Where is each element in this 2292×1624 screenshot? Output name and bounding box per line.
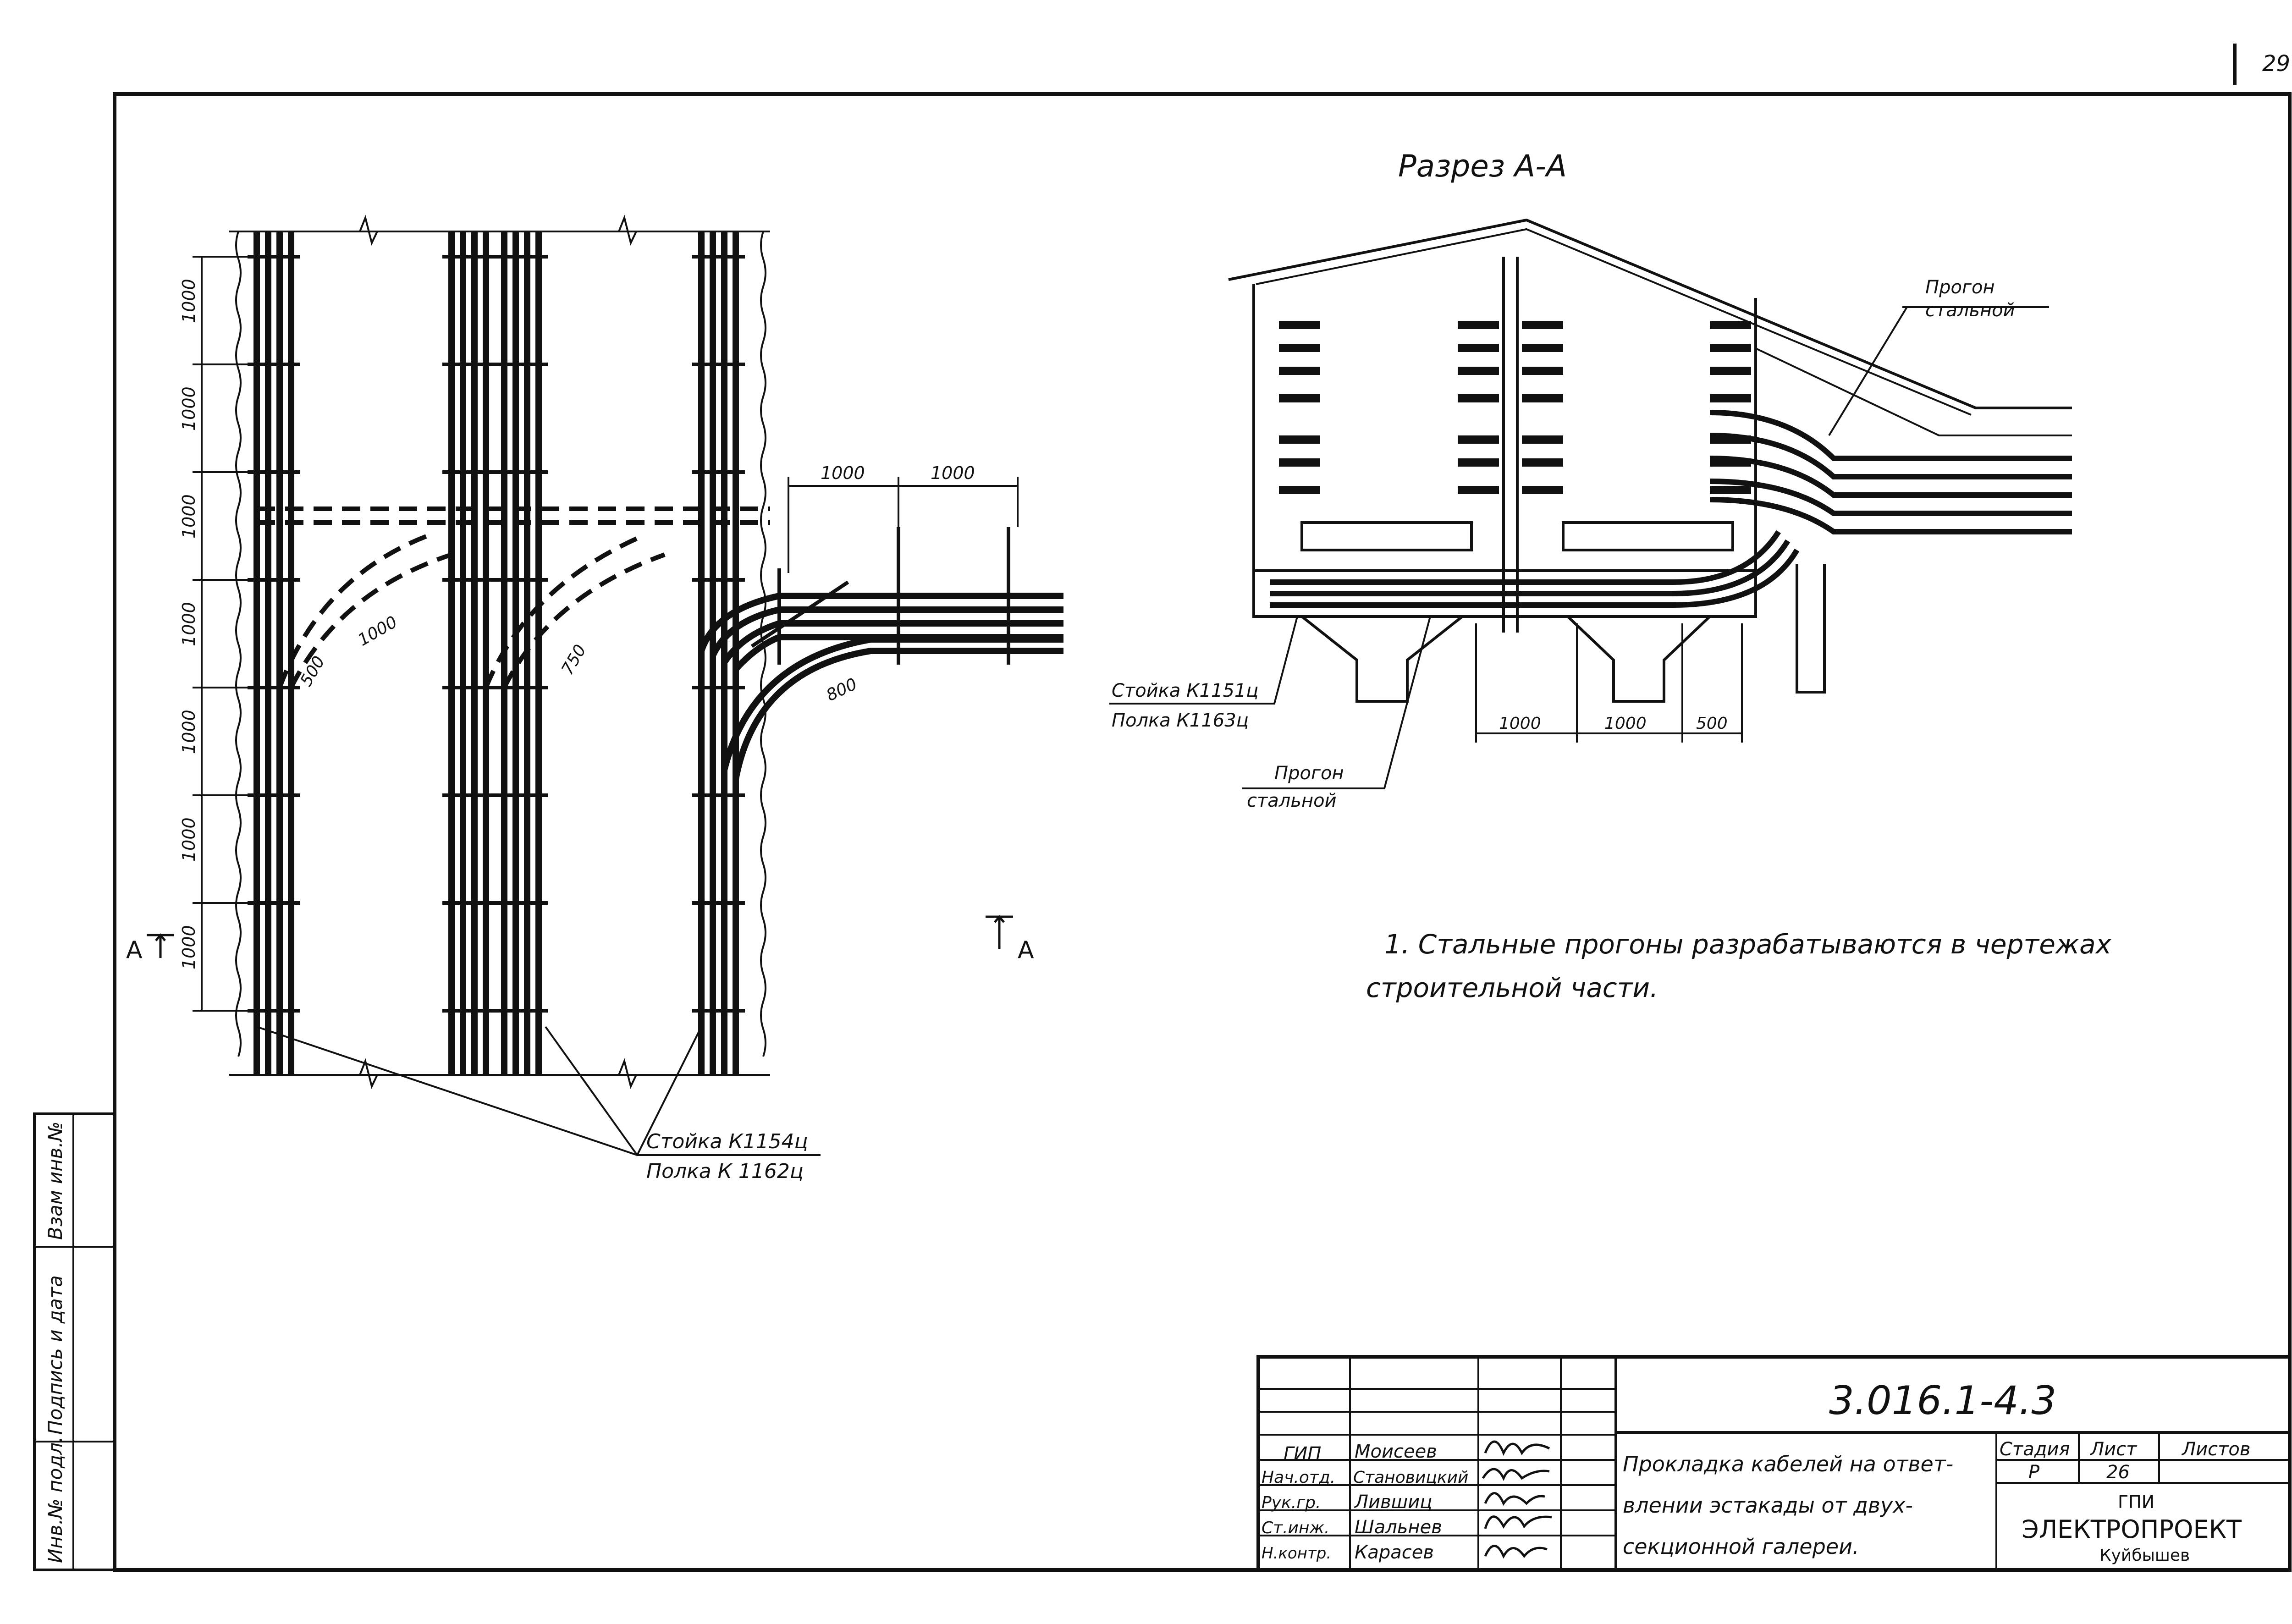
section-mark-left: А <box>126 936 143 964</box>
title-line-1: Прокладка кабелей на ответ- <box>1623 1452 1953 1476</box>
drawing-frame <box>113 92 2292 1572</box>
section-view: Разрез А-А <box>1109 149 2072 811</box>
stamp-original-inv: Инв.№ подл. <box>44 1437 66 1563</box>
name-norm-control: Карасев <box>1355 1542 1434 1563</box>
section-dim-3: 500 <box>1696 714 1728 733</box>
section-dim-2: 1000 <box>1604 714 1647 733</box>
shelf-label: Полка К1163ц <box>1112 710 1249 731</box>
role-senior-eng: Ст.инж. <box>1262 1519 1329 1537</box>
sheets-label: Листов <box>2181 1439 2250 1460</box>
sheet-value: 26 <box>2106 1462 2130 1483</box>
side-stamp: Взам инв.№ Подпись и дата Инв.№ подл. <box>33 1112 116 1571</box>
plan-callout-shelf: Полка К 1162ц <box>646 1160 804 1183</box>
role-dept-head: Нач.отд. <box>1262 1468 1335 1487</box>
name-senior-eng: Шальнев <box>1355 1517 1442 1538</box>
doc-code: 3.016.1-4.3 <box>1829 1378 2056 1424</box>
stamp-replace-inv: Взам инв.№ <box>44 1122 66 1240</box>
stage-label: Стадия <box>2000 1439 2070 1460</box>
plan-dim-2: 1000 <box>179 386 199 431</box>
plan-dim-1: 1000 <box>179 279 199 323</box>
org-line-1: ГПИ <box>2118 1492 2154 1512</box>
plan-dim-5: 1000 <box>179 710 199 754</box>
note-line-1: 1. Стальные прогоны разрабатываются в че… <box>1384 929 2112 960</box>
org-line-2: ЭЛЕКТРОПРОЕКТ <box>2022 1515 2242 1544</box>
title-line-2: влении эстакады от двух- <box>1623 1493 1913 1518</box>
rack-label: Стойка К1151ц <box>1112 680 1259 701</box>
plan-callout-rack: Стойка К1154ц <box>646 1130 808 1153</box>
purlin-bottom-line2: стальной <box>1247 790 1337 811</box>
signatures <box>1482 1440 1552 1559</box>
plan-dim-6: 1000 <box>179 817 199 862</box>
name-group-head: Лившиц <box>1354 1492 1432 1513</box>
plan-dim-3: 1000 <box>179 494 199 539</box>
section-dim-1: 1000 <box>1499 714 1541 733</box>
purlin-bottom-line1: Прогон <box>1274 763 1344 784</box>
plan-dim-7: 1000 <box>179 925 199 969</box>
plan-dim-4: 1000 <box>179 602 199 646</box>
title-line-3: секционной галереи. <box>1623 1534 1859 1559</box>
branch-dim-1: 1000 <box>821 463 865 483</box>
stage-value: Р <box>2028 1462 2040 1483</box>
purlin-top-line1: Прогон <box>1925 277 1995 298</box>
section-title: Разрез А-А <box>1398 149 1567 184</box>
role-gip: ГИП <box>1284 1443 1321 1464</box>
name-dept-head: Становицкий <box>1353 1468 1468 1487</box>
sheet-label: Лист <box>2089 1439 2138 1460</box>
note-line-2: строительной части. <box>1366 972 1658 1003</box>
title-block: ГИП Моисеев Нач.отд. Становицкий Рук.гр.… <box>1256 1355 2292 1572</box>
name-gip: Моисеев <box>1355 1441 1437 1462</box>
stamp-signature-date: Подпись и дата <box>44 1275 66 1435</box>
role-group-head: Рук.гр. <box>1262 1493 1321 1512</box>
section-mark-right: А <box>1018 936 1034 964</box>
org-line-3: Куйбышев <box>2099 1546 2190 1565</box>
role-norm-control: Н.контр. <box>1262 1544 1331 1563</box>
branch-dim-2: 1000 <box>931 463 975 483</box>
purlin-top-line2: стальной <box>1925 300 2015 321</box>
page-number: 29 <box>2262 51 2290 77</box>
